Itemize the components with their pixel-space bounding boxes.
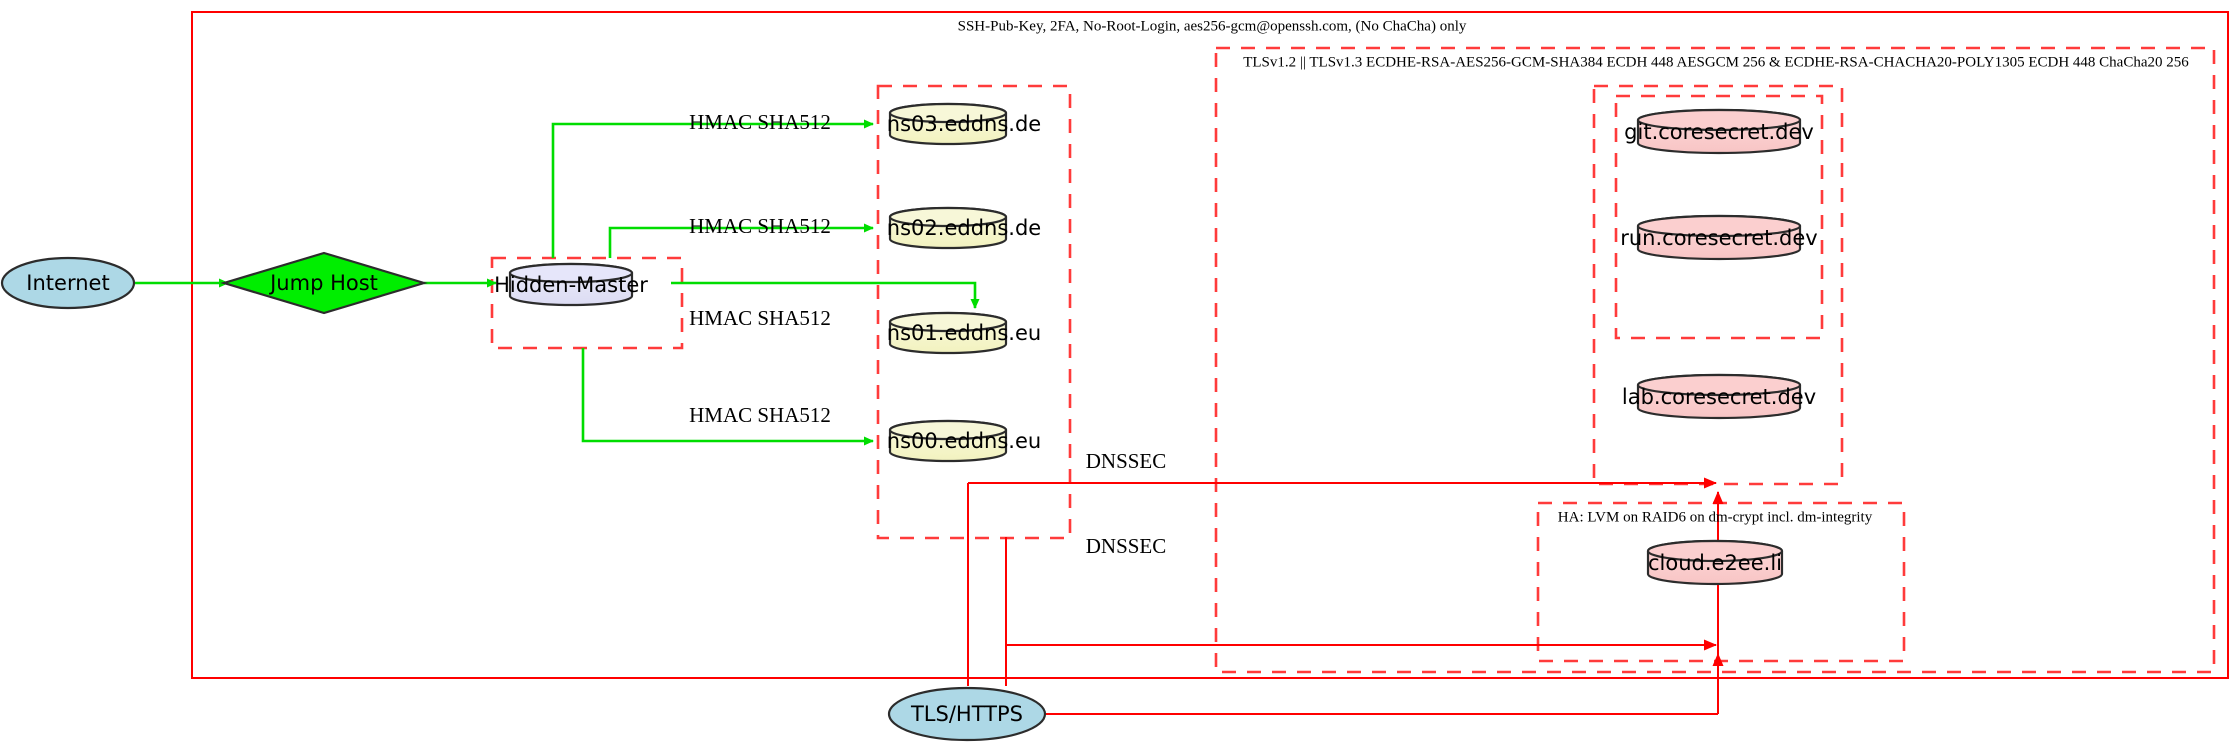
ns00-cylinder-top — [888, 419, 1008, 441]
tls-https-label: TLS/HTTPS — [910, 702, 1023, 726]
tls-zone-label: TLSv1.2 || TLSv1.3 ECDHE-RSA-AES256-GCM-… — [1243, 54, 2189, 70]
edge-label-hmac-ns02: HMAC SHA512 — [689, 214, 831, 238]
ns01-label: ns01.eddns.eu — [887, 321, 1041, 345]
jump-host-diamond — [220, 251, 428, 315]
node-hidden-master[interactable]: Hidden-Master — [494, 262, 648, 307]
hidden-master-zone-boundary — [490, 256, 684, 350]
cloud-label: cloud.e2ee.li — [1648, 551, 1782, 575]
node-ns01[interactable]: ns01.eddns.eu — [887, 311, 1041, 355]
jump-host-label: Jump Host — [268, 271, 378, 295]
edge-master-to-ns01 — [671, 281, 980, 309]
git-cylinder-top — [1636, 108, 1802, 132]
coresecret-inner-zone-boundary — [1614, 94, 1824, 340]
node-ns03[interactable]: ns03.eddns.de — [887, 102, 1041, 146]
hidden-master-label: Hidden-Master — [494, 273, 648, 297]
tls-zone-boundary — [1214, 46, 2216, 674]
tls-https-ellipse — [887, 686, 1047, 742]
internet-ellipse — [0, 256, 136, 310]
ssh-zone-boundary — [191, 11, 2229, 679]
edge-master-to-ns00 — [581, 348, 874, 446]
git-label: git.coresecret.dev — [1624, 120, 1814, 144]
lab-cylinder-top — [1636, 373, 1802, 397]
node-run-coresecret[interactable]: run.coresecret.dev — [1620, 214, 1818, 261]
node-internet[interactable]: Internet — [0, 256, 136, 310]
node-jump-host[interactable]: Jump Host — [220, 251, 428, 315]
node-ns00[interactable]: ns00.eddns.eu — [887, 419, 1041, 463]
edge-label-hmac-ns01: HMAC SHA512 — [689, 306, 831, 330]
cloud-cylinder-top — [1646, 539, 1784, 563]
ns02-cylinder-top — [888, 206, 1008, 228]
node-git-coresecret[interactable]: git.coresecret.dev — [1624, 108, 1814, 155]
node-lab-coresecret[interactable]: lab.coresecret.dev — [1622, 373, 1816, 420]
edge-label-hmac-ns03: HMAC SHA512 — [689, 110, 831, 134]
ssh-zone-label: SSH-Pub-Key, 2FA, No-Root-Login, aes256-… — [958, 18, 1467, 34]
run-cylinder-top — [1636, 214, 1802, 238]
node-tls-https[interactable]: TLS/HTTPS — [887, 686, 1047, 742]
lab-label: lab.coresecret.dev — [1622, 385, 1816, 409]
ha-zone-label: HA: LVM on RAID6 on dm-crypt incl. dm-in… — [1558, 509, 1873, 525]
node-ns02[interactable]: ns02.eddns.de — [887, 206, 1041, 250]
ns03-cylinder-top — [888, 102, 1008, 124]
edge-label-dnssec-lower: DNSSEC — [1086, 534, 1167, 558]
internet-label: Internet — [26, 271, 109, 295]
edge-label-hmac-ns00: HMAC SHA512 — [689, 403, 831, 427]
edge-label-dnssec-upper: DNSSEC — [1086, 449, 1167, 473]
ns03-label: ns03.eddns.de — [887, 112, 1041, 136]
ns02-label: ns02.eddns.de — [887, 216, 1041, 240]
run-label: run.coresecret.dev — [1620, 226, 1818, 250]
node-cloud-e2ee[interactable]: cloud.e2ee.li — [1646, 539, 1784, 586]
nameserver-zone-boundary — [876, 84, 1072, 540]
hidden-master-cylinder-top — [508, 262, 634, 284]
edge-master-to-ns02 — [608, 223, 874, 258]
ns00-label: ns00.eddns.eu — [887, 429, 1041, 453]
ns01-cylinder-top — [888, 311, 1008, 333]
edge-master-to-ns03 — [551, 119, 874, 258]
